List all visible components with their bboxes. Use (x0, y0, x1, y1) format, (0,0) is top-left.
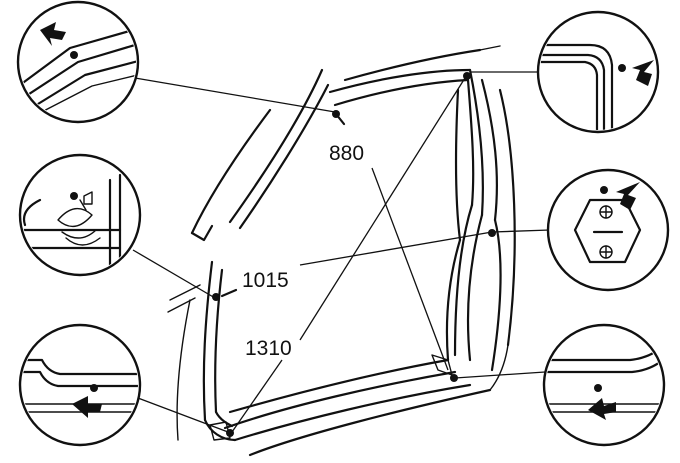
point-upper-rear (463, 72, 471, 80)
clip-icon (57, 207, 93, 228)
detail-circle-top-right (536, 10, 660, 134)
detail-circle-middle-left (18, 153, 142, 277)
detail-circle-top-left (16, 0, 140, 124)
detail-circle-middle-right (546, 168, 670, 292)
measurement-points (212, 72, 496, 437)
detail-circle-bottom-right (542, 323, 666, 447)
measurement-1015-label: 1015 (242, 269, 289, 292)
arrow-icon (588, 398, 616, 420)
detail-circle-bottom-left (18, 323, 142, 447)
point-middle-rear (488, 229, 496, 237)
arrow-icon (40, 22, 66, 46)
point-1015 (212, 293, 220, 301)
leader-lines (129, 71, 551, 433)
door-frame (167, 45, 516, 457)
point-lower-rear (450, 374, 458, 382)
arrow-icon (616, 182, 640, 210)
measurement-1310-label: 1310 (245, 337, 292, 360)
arrow-icon (72, 396, 102, 418)
measurement-880-label: 880 (329, 142, 364, 165)
point-lower-front (226, 429, 234, 437)
arrow-icon (632, 60, 654, 86)
